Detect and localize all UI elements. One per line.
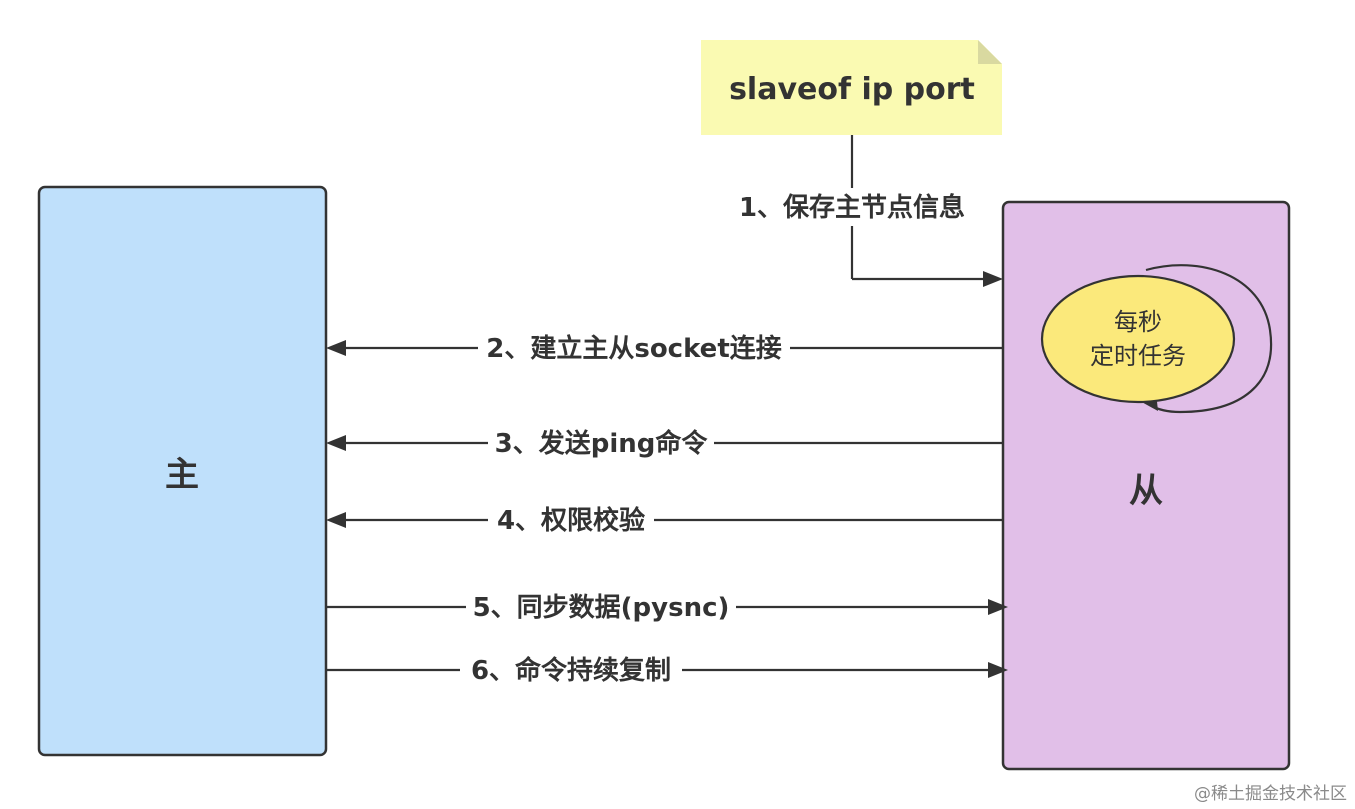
step-2-label: 2、建立主从socket连接 (486, 333, 782, 364)
slave-label: 从 (1129, 471, 1163, 511)
step-4-arrow (326, 502, 1003, 538)
step-5-label: 5、同步数据(pysnc) (473, 592, 730, 623)
watermark: @稀土掘金技术社区 (1194, 784, 1347, 804)
arrowhead (988, 599, 1008, 615)
step-2-arrow (326, 330, 1003, 366)
step-4-label: 4、权限校验 (497, 505, 645, 536)
step-3-label: 3、发送ping命令 (495, 428, 709, 459)
master-label: 主 (165, 455, 199, 495)
arrowhead (326, 435, 346, 451)
step-1-connector (850, 135, 1003, 287)
arrowhead (988, 662, 1008, 678)
timer-line1: 每秒 (1114, 308, 1162, 336)
step-1-label: 1、保存主节点信息 (739, 192, 965, 223)
note-text: slaveof ip port (729, 72, 975, 107)
arrowhead (983, 271, 1003, 287)
slaveof-note: slaveof ip port (701, 40, 1002, 135)
timer-ellipse (1040, 274, 1236, 404)
step-6-arrow (326, 652, 1008, 688)
step-6-label: 6、命令持续复制 (471, 655, 671, 686)
arrowhead (326, 512, 346, 528)
step-5-arrow (326, 589, 1008, 625)
master-box (37, 185, 328, 757)
timer-line2: 定时任务 (1090, 342, 1186, 370)
arrowhead (326, 340, 346, 356)
step-3-arrow (326, 425, 1003, 461)
